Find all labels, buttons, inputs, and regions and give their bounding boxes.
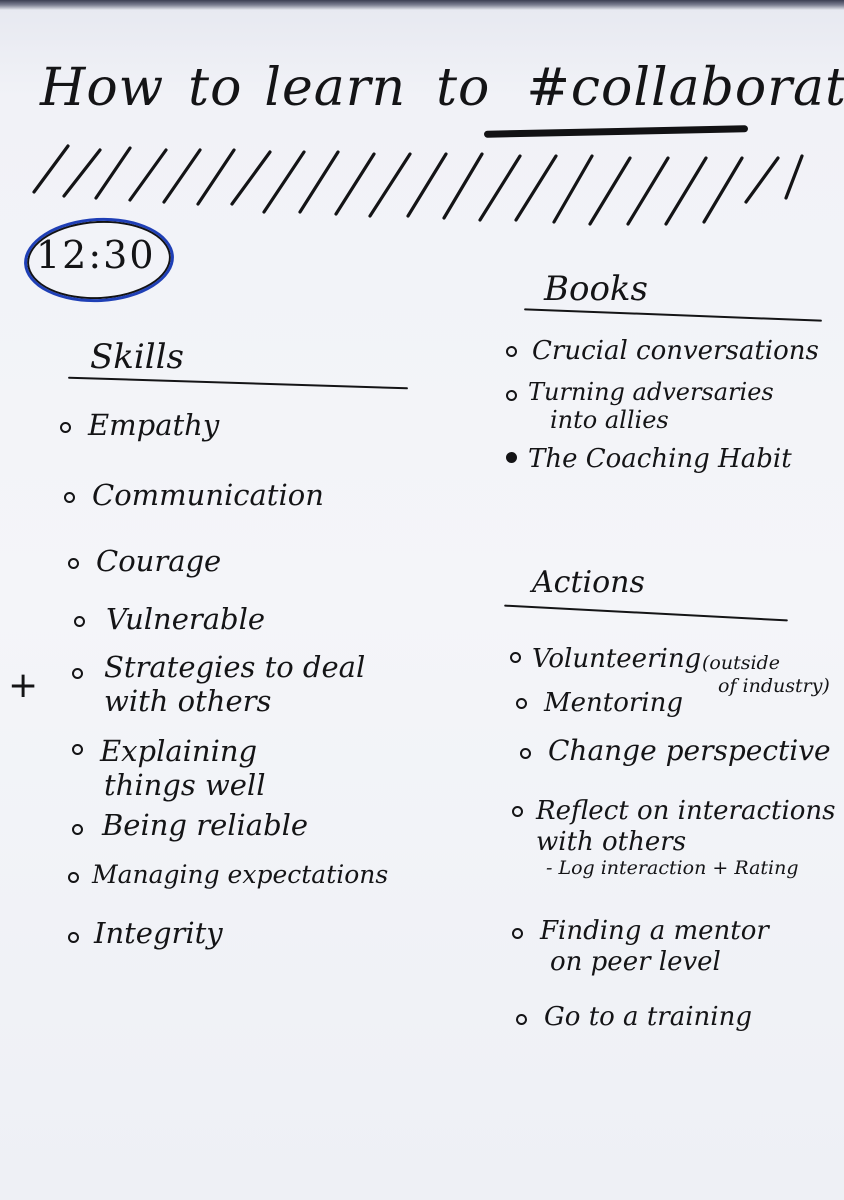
bullet	[72, 824, 83, 835]
bullet	[506, 390, 517, 401]
session-time: 12:30	[36, 233, 156, 277]
sheet-top-edge	[0, 0, 844, 10]
hatch-divider	[32, 144, 804, 226]
bullet	[64, 492, 75, 503]
bullet	[512, 928, 523, 939]
book-item-crucial-conversations: Crucial conversations	[506, 336, 819, 367]
title-word-to: to	[188, 58, 243, 118]
title-word-learn: learn	[264, 58, 407, 118]
bullet	[68, 932, 79, 943]
skill-item-expectations: Managing expectations	[68, 860, 388, 890]
skill-item-vulnerable: Vulnerable	[74, 602, 265, 636]
bullet	[512, 806, 523, 817]
actions-heading: Actions	[532, 565, 645, 600]
bullet	[506, 346, 517, 357]
bullet	[516, 1014, 527, 1025]
skill-item-empathy: Empathy	[60, 408, 219, 442]
action-item-volunteering: Volunteering	[510, 644, 701, 675]
action-item-mentoring: Mentoring	[516, 688, 683, 719]
title-word-how: How	[40, 58, 165, 118]
action-item-finding-mentor: Finding a mentor on peer level	[512, 916, 769, 977]
actions-heading-rule	[504, 604, 788, 622]
book-item-coaching-habit: The Coaching Habit	[506, 444, 792, 475]
skill-item-strategies: Strategies to deal with others	[72, 650, 365, 718]
skill-item-integrity: Integrity	[68, 916, 223, 950]
book-item-turning-adversaries: Turning adversaries into allies	[506, 378, 774, 435]
bullet	[520, 748, 531, 759]
bullet	[516, 698, 527, 709]
bullet	[60, 422, 71, 433]
action-note-outside-industry: (outside of industry)	[702, 652, 830, 697]
bullet	[68, 558, 79, 569]
margin-plus-mark: +	[8, 665, 39, 706]
action-item-reflect: Reflect on interactions with others - Lo…	[512, 796, 836, 880]
action-item-change-perspective: Change perspective	[520, 734, 831, 767]
skill-item-communication: Communication	[64, 478, 324, 512]
skill-item-reliable: Being reliable	[72, 808, 308, 842]
books-heading: Books	[544, 269, 648, 309]
title-hashtag: #collaborate	[526, 58, 844, 118]
bullet	[68, 872, 79, 883]
skill-item-courage: Courage	[68, 544, 221, 578]
skills-heading: Skills	[90, 337, 184, 377]
books-heading-rule	[524, 308, 822, 322]
hashtag-underline	[483, 125, 749, 138]
skills-heading-rule	[68, 376, 408, 390]
bullet	[72, 668, 83, 679]
action-item-training: Go to a training	[516, 1002, 752, 1033]
bullet	[74, 616, 85, 627]
bullet	[506, 452, 517, 463]
title-word-to-2: to	[436, 58, 491, 118]
bullet	[72, 744, 83, 755]
skill-item-explaining: Explaining things well	[72, 734, 265, 802]
bullet	[510, 652, 521, 663]
